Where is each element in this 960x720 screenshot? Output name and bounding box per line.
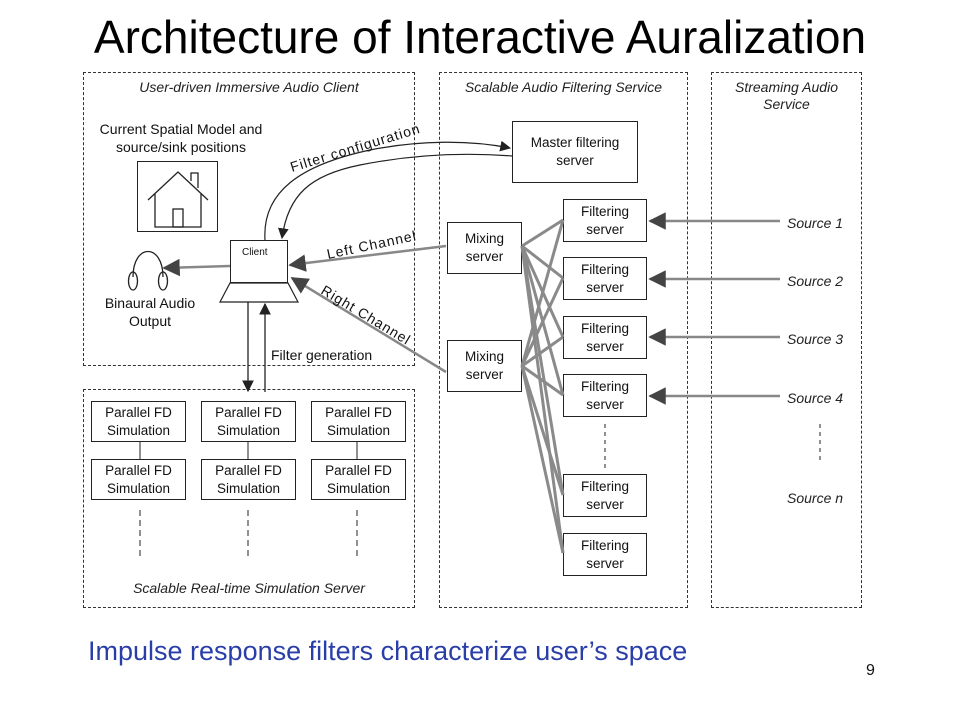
filtering-panel	[439, 72, 688, 608]
client-label: Client	[242, 247, 268, 258]
mixing-server-left: Mixing server	[447, 222, 522, 274]
simulation-box: Parallel FD Simulation	[201, 459, 296, 500]
simulation-box: Parallel FD Simulation	[311, 401, 406, 442]
source-label: Source 1	[787, 215, 844, 231]
mixing-server-right: Mixing server	[447, 340, 522, 392]
filtering-server: Filtering server	[563, 474, 647, 517]
filtering-panel-label: Scalable Audio Filtering Service	[464, 79, 663, 95]
audio-output-arrow	[162, 258, 231, 277]
source-label: Source 4	[787, 390, 844, 406]
client-panel-label: User-driven Immersive Audio Client	[139, 79, 359, 95]
page-number: 9	[866, 662, 875, 679]
client-keyboard	[219, 282, 299, 303]
headphones-icon	[127, 250, 169, 291]
filter-config-return-arrow	[277, 153, 513, 240]
client-panel	[83, 72, 415, 366]
simulation-box: Parallel FD Simulation	[311, 459, 406, 500]
right-channel-arrow	[290, 276, 447, 374]
simulation-panel-label: Scalable Real-time Simulation Server	[133, 580, 365, 596]
master-filtering-server: Master filtering server	[512, 121, 638, 183]
simulation-box: Parallel FD Simulation	[91, 459, 186, 500]
filter-config-arrow	[264, 140, 512, 241]
source-label: Source 3	[787, 331, 844, 347]
filtering-server: Filtering server	[563, 533, 647, 576]
mixing-filtering-mesh	[520, 218, 565, 554]
filtering-server: Filtering server	[563, 374, 647, 417]
filter-config-label: Filter configuration	[288, 120, 422, 175]
client-box: Client	[230, 240, 288, 283]
filtering-server: Filtering server	[563, 199, 647, 242]
footer-text: Impulse response filters characterize us…	[88, 636, 688, 666]
right-channel-label: Right Channel	[318, 282, 413, 348]
house-icon	[147, 171, 209, 228]
simulation-continuation	[139, 510, 358, 558]
left-channel-label: Left Channel	[325, 227, 418, 262]
filter-generation-label: Filter generation	[271, 347, 373, 363]
simulation-box: Parallel FD Simulation	[201, 401, 296, 442]
source-label: Source n	[787, 490, 844, 506]
source-arrows	[648, 212, 780, 405]
left-channel-arrow	[288, 244, 447, 272]
filtering-server: Filtering server	[563, 316, 647, 359]
slide-title: Architecture of Interactive Auralization	[93, 11, 867, 63]
filtering-server: Filtering server	[563, 257, 647, 300]
simulation-links	[139, 442, 358, 459]
streaming-panel	[711, 72, 862, 608]
simulation-box: Parallel FD Simulation	[91, 401, 186, 442]
binaural-output-label: Binaural Audio Output	[104, 295, 196, 329]
streaming-panel-label: Streaming Audio Service	[735, 79, 838, 112]
source-label: Source 2	[787, 273, 844, 289]
spatial-model-label: Current Spatial Model and source/sink po…	[99, 121, 263, 155]
